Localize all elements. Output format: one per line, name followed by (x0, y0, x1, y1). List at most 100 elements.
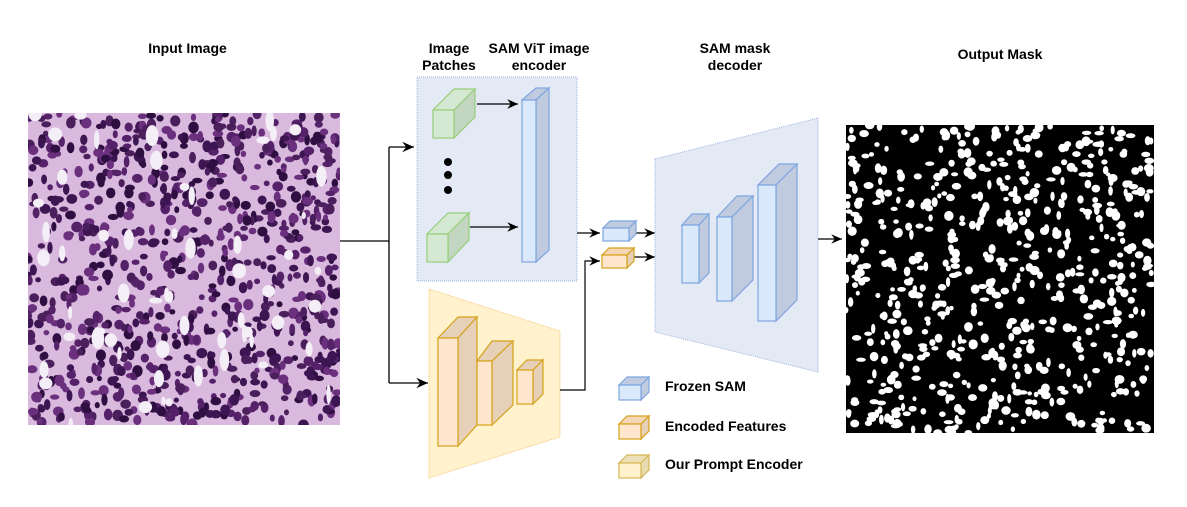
mask-blob (1037, 388, 1046, 395)
mask-blob (1035, 361, 1043, 371)
nucleus (278, 225, 290, 231)
legend-label-encoded-features: Encoded Features (665, 418, 787, 434)
nucleus (100, 154, 111, 163)
mask-blob (911, 375, 922, 381)
nucleus (220, 404, 231, 416)
nucleus (148, 306, 154, 318)
mask-blob (1065, 412, 1076, 421)
mask-blob (1128, 183, 1139, 190)
mask-blob (1072, 151, 1081, 157)
nucleus (295, 316, 303, 324)
mask-blob (944, 425, 955, 433)
nucleus (138, 192, 146, 201)
nucleus (28, 178, 34, 187)
nucleus (28, 317, 34, 329)
mask-blob (893, 345, 899, 354)
mask-blob (1022, 134, 1033, 143)
nucleus (247, 116, 254, 126)
nucleus (207, 357, 216, 369)
mask-blob (1007, 317, 1017, 325)
mask-blob (1025, 171, 1030, 177)
mask-blob (959, 215, 965, 222)
nucleus (138, 318, 150, 325)
mask-blob (851, 397, 859, 403)
nucleus (254, 163, 261, 170)
mask-blob (880, 382, 887, 387)
mask-blob (846, 193, 852, 199)
mask-blob (1078, 172, 1089, 177)
nucleus (283, 356, 294, 365)
stroma-gap (314, 266, 322, 276)
mask-blob (1033, 391, 1039, 398)
nucleus (138, 391, 147, 399)
mask-blob (1018, 390, 1028, 395)
nucleus (269, 414, 275, 422)
nucleus (296, 390, 305, 401)
mask-blob (933, 429, 943, 433)
nucleus (79, 192, 88, 199)
mask-blob (1132, 348, 1137, 358)
nucleus (47, 184, 53, 191)
mask-blob (978, 384, 988, 392)
mask-blob (956, 132, 961, 140)
nucleus (28, 145, 39, 156)
mask-blob (928, 383, 936, 390)
nucleus (303, 356, 314, 367)
mask-blob (909, 229, 914, 240)
mask-blob (847, 226, 857, 236)
mask-blob (1130, 261, 1135, 268)
mask-blob (1072, 383, 1078, 389)
stroma-gap (171, 228, 178, 240)
mask-blob (998, 342, 1005, 350)
nucleus (96, 123, 103, 129)
mask-blob (1050, 191, 1055, 202)
nucleus (159, 185, 166, 193)
stroma-gap (93, 130, 100, 150)
nucleus (286, 185, 296, 192)
mask-blob (1000, 287, 1010, 295)
nucleus (218, 265, 226, 277)
mask-blob (908, 255, 918, 265)
mask-blob (969, 220, 976, 230)
nucleus (241, 174, 248, 182)
mask-blob (860, 238, 869, 247)
nucleus (121, 134, 132, 143)
mask-blob (976, 422, 981, 431)
mask-blob (987, 180, 992, 190)
nucleus (177, 133, 184, 141)
mask-blob (1033, 197, 1038, 204)
nucleus (283, 409, 289, 416)
nucleus (302, 272, 310, 283)
nucleus (173, 397, 179, 403)
mask-blob (1117, 231, 1125, 237)
nucleus (103, 408, 113, 421)
nucleus (43, 113, 53, 120)
nucleus (56, 113, 63, 118)
mask-blob (1052, 227, 1059, 237)
mask-blob (903, 266, 911, 277)
mask-blob (1058, 198, 1063, 208)
image-patches-title: Image Patches (422, 40, 476, 73)
mask-blob (892, 309, 902, 319)
mask-blob (992, 350, 999, 361)
mask-blob (1069, 267, 1076, 277)
mask-blob (964, 430, 973, 433)
mask-blob (868, 152, 875, 157)
stroma-gap (326, 384, 331, 404)
nucleus (28, 275, 33, 286)
mask-blob (1008, 257, 1019, 262)
nucleus (127, 325, 133, 334)
nucleus (80, 180, 89, 188)
mask-blob (990, 160, 997, 167)
mask-blob (964, 125, 971, 130)
mask-blob (893, 219, 899, 224)
mask-blob (1137, 165, 1144, 172)
nucleus (188, 133, 199, 142)
mask-blob (1099, 223, 1104, 233)
mask-blob (1136, 347, 1146, 356)
mask-blob (1047, 247, 1053, 253)
mask-blob (1141, 151, 1151, 158)
nucleus (327, 196, 337, 205)
mask-blob (924, 424, 932, 433)
nucleus (36, 418, 43, 425)
